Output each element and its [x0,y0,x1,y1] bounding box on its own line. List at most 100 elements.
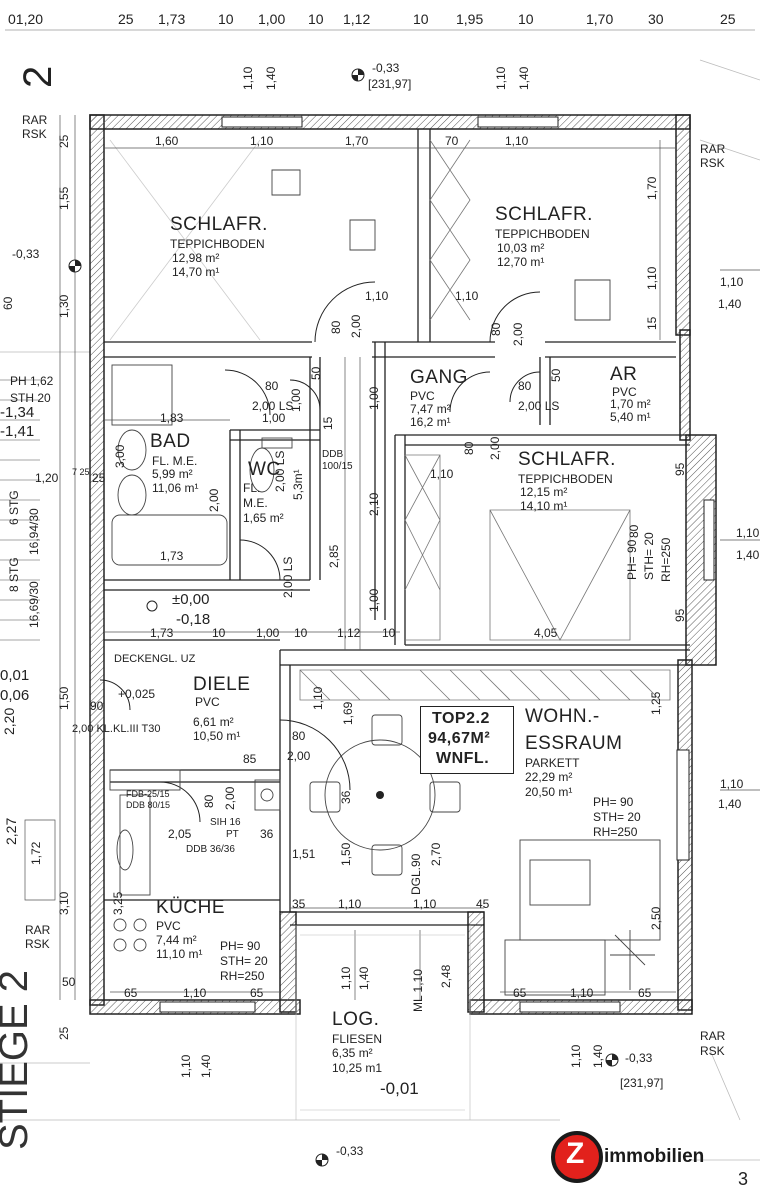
room-name2-wohn: ESSRAUM [525,733,623,754]
dim-13: 7 25 [72,467,90,477]
dim-91: 1,10 [179,1054,193,1078]
dim-84: 2,20 [1,707,17,735]
dim-58: 1,40 [357,966,371,990]
dim-59: 2,48 [439,964,453,988]
top-dim-11: 30 [648,11,664,27]
room-perim-bad: 11,06 m¹ [152,481,199,495]
sih-note: SIH 16 [210,817,241,828]
dim-68: 80 [489,322,503,336]
sth-kueche: STH= 20 [220,954,268,968]
dim-90: 25 [57,1026,71,1040]
loggia-grid [295,925,471,1120]
rsk-2: RSK [700,156,725,170]
room-floor-gang: PVC [410,389,435,403]
dim-50: 2,50 [649,906,663,930]
rh-schlaf3: RH=250 [659,537,673,582]
elev-0025: +0,025 [118,687,156,701]
dim-86: 1,72 [29,841,43,865]
room-floor-schlaf2: TEPPICHBODEN [495,227,590,241]
dim-65: 2,00 [349,314,363,338]
rsk-1: RSK [22,127,47,141]
dim-45: 65 [250,986,264,1000]
windows [159,116,715,1013]
ph-schlaf3: PH= 90 [625,539,639,580]
dim-52: 1,40 [718,297,742,311]
dim-30: 90 [90,699,104,713]
dim-31: 85 [243,752,257,766]
room-perim-wc: 5,3m¹ [291,469,305,500]
dim-95: 1,10 [494,66,508,90]
dim-88: 3,25 [111,891,125,915]
sth-stair: STH 20 [10,391,51,405]
dim-55: 1,10 [720,777,744,791]
ls-gang: 2,00 LS [273,450,287,492]
ml-note: ML 1,10 [411,969,425,1012]
dim-14: 25 [92,471,106,485]
dim-69: 1,00 [367,386,381,410]
dim-43: 65 [124,986,138,1000]
dim-35: 36 [260,827,274,841]
room-name-ar: AR [610,364,638,385]
dim-97: 1,70 [645,176,659,200]
coord-bottom: [231,97] [620,1076,664,1090]
level-log: -0,01 [380,1079,419,1098]
room-perim-diele: 10,50 m¹ [193,729,241,743]
coord-top: [231,97] [368,77,412,91]
dim-4: 70 [445,134,459,148]
dim-8: 1,83 [160,411,184,425]
cross-areas [109,139,671,701]
ddb36-note: DDB 36/36 [186,844,235,855]
dim-60: 1,10 [569,1044,583,1068]
elev-134: -1,34 [0,404,35,421]
dim-49: 1,25 [649,691,663,715]
dim-80: 25 [57,134,71,148]
dim-17: 1,73 [160,549,184,563]
dim-3: 1,70 [345,134,369,148]
dim-9: 1,00 [262,411,286,425]
dim-29: 95 [673,608,687,622]
ddb80-note: DDB 80/15 [126,800,171,810]
dim-22: 1,12 [337,626,361,640]
dim-15: 3,00 [113,444,127,468]
room-floor1-wc: FL. [243,481,261,495]
room-name-kueche: KÜCHE [156,897,226,918]
room-perim-kueche: 11,10 m¹ [156,947,203,961]
dim-53: 1,10 [736,526,760,540]
dim-19: 10 [212,626,226,640]
room-area-schlaf1: 12,98 m² [172,251,220,265]
rsk-3: RSK [25,937,50,951]
elev-018: -0,18 [176,611,211,628]
dim-6: 1,10 [365,289,389,303]
dim-87: 3,10 [57,891,71,915]
room-floor-ar: PVC [612,385,637,399]
room-name-schlaf3: SCHLAFR. [518,449,616,470]
dim-70: 80 [518,379,532,393]
stair-ratio-2: 16,69/30 [27,581,41,628]
dim-25: 1,10 [430,467,454,481]
room-name-gang: GANG [410,367,468,388]
dim-20: 1,00 [256,626,280,640]
room-floor2-wc: M.E. [243,496,268,510]
dim-40: 1,10 [338,897,362,911]
room-area-schlaf3: 12,15 m² [520,485,568,499]
dim-16: 2,00 [207,488,221,512]
logo-circle-icon [551,1131,603,1183]
room-name-schlaf2: SCHLAFR. [495,204,593,225]
top-dim-1: 25 [118,11,134,27]
sth-wohn: STH= 20 [593,810,641,824]
room-floor-bad: FL. M.E. [152,454,198,468]
background-grid-marks [0,29,760,1161]
dim-98: 1,10 [645,266,659,290]
dgl-note: DGL.90 [409,853,423,895]
dim-66: 80 [329,320,343,334]
elevation-markers [68,68,619,1167]
top-dim-10: 1,70 [586,11,614,27]
dim-5: 1,10 [505,134,529,148]
rar-1: RAR [22,113,48,127]
top-dim-2: 1,73 [158,11,186,27]
doors [99,281,541,823]
edge-number: 3 [738,1169,749,1189]
dim-100: 80 [627,524,641,538]
ceiling-note: DECKENGL. UZ [114,653,196,665]
